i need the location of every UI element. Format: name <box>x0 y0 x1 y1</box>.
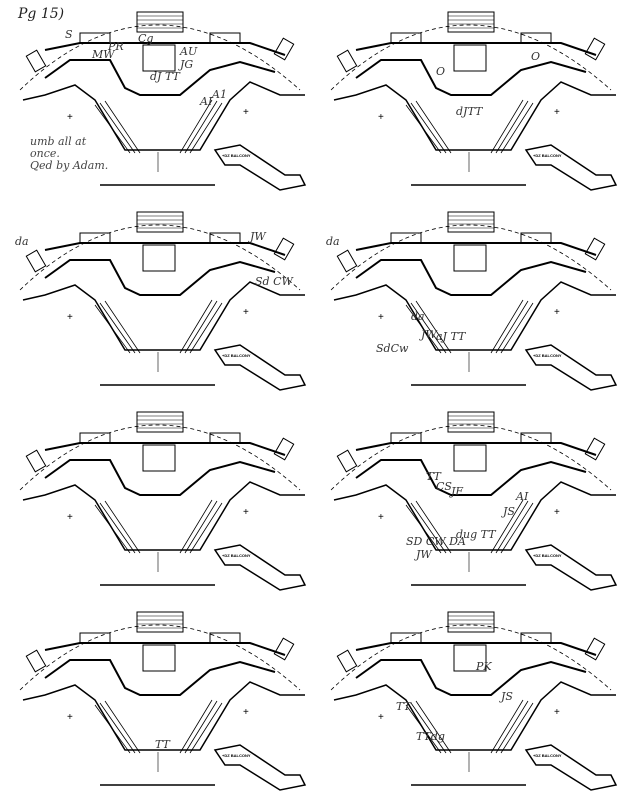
stage-plan-drawing <box>330 411 617 591</box>
stage-plan-drawing <box>330 11 617 191</box>
handwritten-annotation: dJ TT <box>150 70 180 83</box>
handwritten-annotation: MW <box>92 48 115 61</box>
balcony-label: +DZ BALCONY <box>533 553 562 558</box>
stage-plan-drawing <box>330 611 617 791</box>
balcony-label: +DZ BALCONY <box>222 753 251 758</box>
handwritten-note: umb all at once. Qed by Adam. <box>30 136 150 172</box>
handwritten-annotation: Cg <box>138 32 154 45</box>
handwritten-annotation: JG <box>180 58 194 71</box>
stage-plan-panel: +DZ BALCONY da JW Sd CW <box>0 200 311 400</box>
handwritten-annotation: Sd CW <box>255 275 293 288</box>
stage-plan-drawing <box>19 11 306 191</box>
handwritten-annotation: dug TT <box>456 528 496 541</box>
handwritten-annotation: TTdg <box>416 730 445 743</box>
handwritten-annotation: A1 <box>212 88 227 101</box>
handwritten-annotation: AI <box>516 490 529 503</box>
handwritten-annotation: SdCw <box>376 342 409 355</box>
handwritten-annotation: da <box>15 235 29 248</box>
stage-plan-panel: +DZ BALCONY TT <box>0 600 311 800</box>
stage-plan-drawing <box>19 411 306 591</box>
handwritten-annotation: O <box>531 50 541 63</box>
handwritten-annotation: S <box>65 28 73 41</box>
balcony-label: +DZ BALCONY <box>222 553 251 558</box>
balcony-label: +DZ BALCONY <box>533 353 562 358</box>
handwritten-annotation: JW <box>416 548 432 561</box>
handwritten-annotation: JF <box>451 485 464 498</box>
balcony-label: +DZ BALCONY <box>533 153 562 158</box>
balcony-label: +DZ BALCONY <box>222 153 251 158</box>
stage-plan-panel: +DZ BALCONY <box>0 400 311 600</box>
handwritten-annotation: TT <box>396 700 411 713</box>
handwritten-annotation: dJTT <box>456 105 483 118</box>
balcony-label: +DZ BALCONY <box>222 353 251 358</box>
handwritten-annotation: TT <box>426 470 441 483</box>
handwritten-annotation: da <box>326 235 340 248</box>
stage-plan-panel: +DZ BALCONY PK JS TT TTdg <box>311 600 622 800</box>
handwritten-annotation: da <box>411 310 425 323</box>
handwritten-annotation: AU <box>180 45 198 58</box>
handwritten-annotation: JS <box>501 690 513 703</box>
handwritten-annotation: JW <box>250 230 266 243</box>
balcony-label: +DZ BALCONY <box>533 753 562 758</box>
handwritten-annotation: O <box>436 65 446 78</box>
handwritten-annotation: PR <box>108 40 124 53</box>
handwritten-annotation: PK <box>476 660 492 673</box>
stage-plan-drawing <box>330 211 617 391</box>
handwritten-annotation: CS <box>436 480 452 493</box>
handwritten-annotation: SD CW DA <box>406 535 466 548</box>
page-label: Pg 15) <box>18 6 65 22</box>
handwritten-annotation: JW <box>421 328 437 341</box>
note-line: Qed by Adam. <box>30 159 109 172</box>
handwritten-annotation: aJ TT <box>436 330 466 343</box>
handwritten-annotation: AI <box>200 95 213 108</box>
handwritten-annotation: TT <box>155 738 170 751</box>
note-line: umb all at <box>30 135 87 148</box>
stage-plan-drawing <box>19 611 306 791</box>
note-line: once. <box>30 147 60 160</box>
handwritten-annotation: JS <box>503 505 515 518</box>
